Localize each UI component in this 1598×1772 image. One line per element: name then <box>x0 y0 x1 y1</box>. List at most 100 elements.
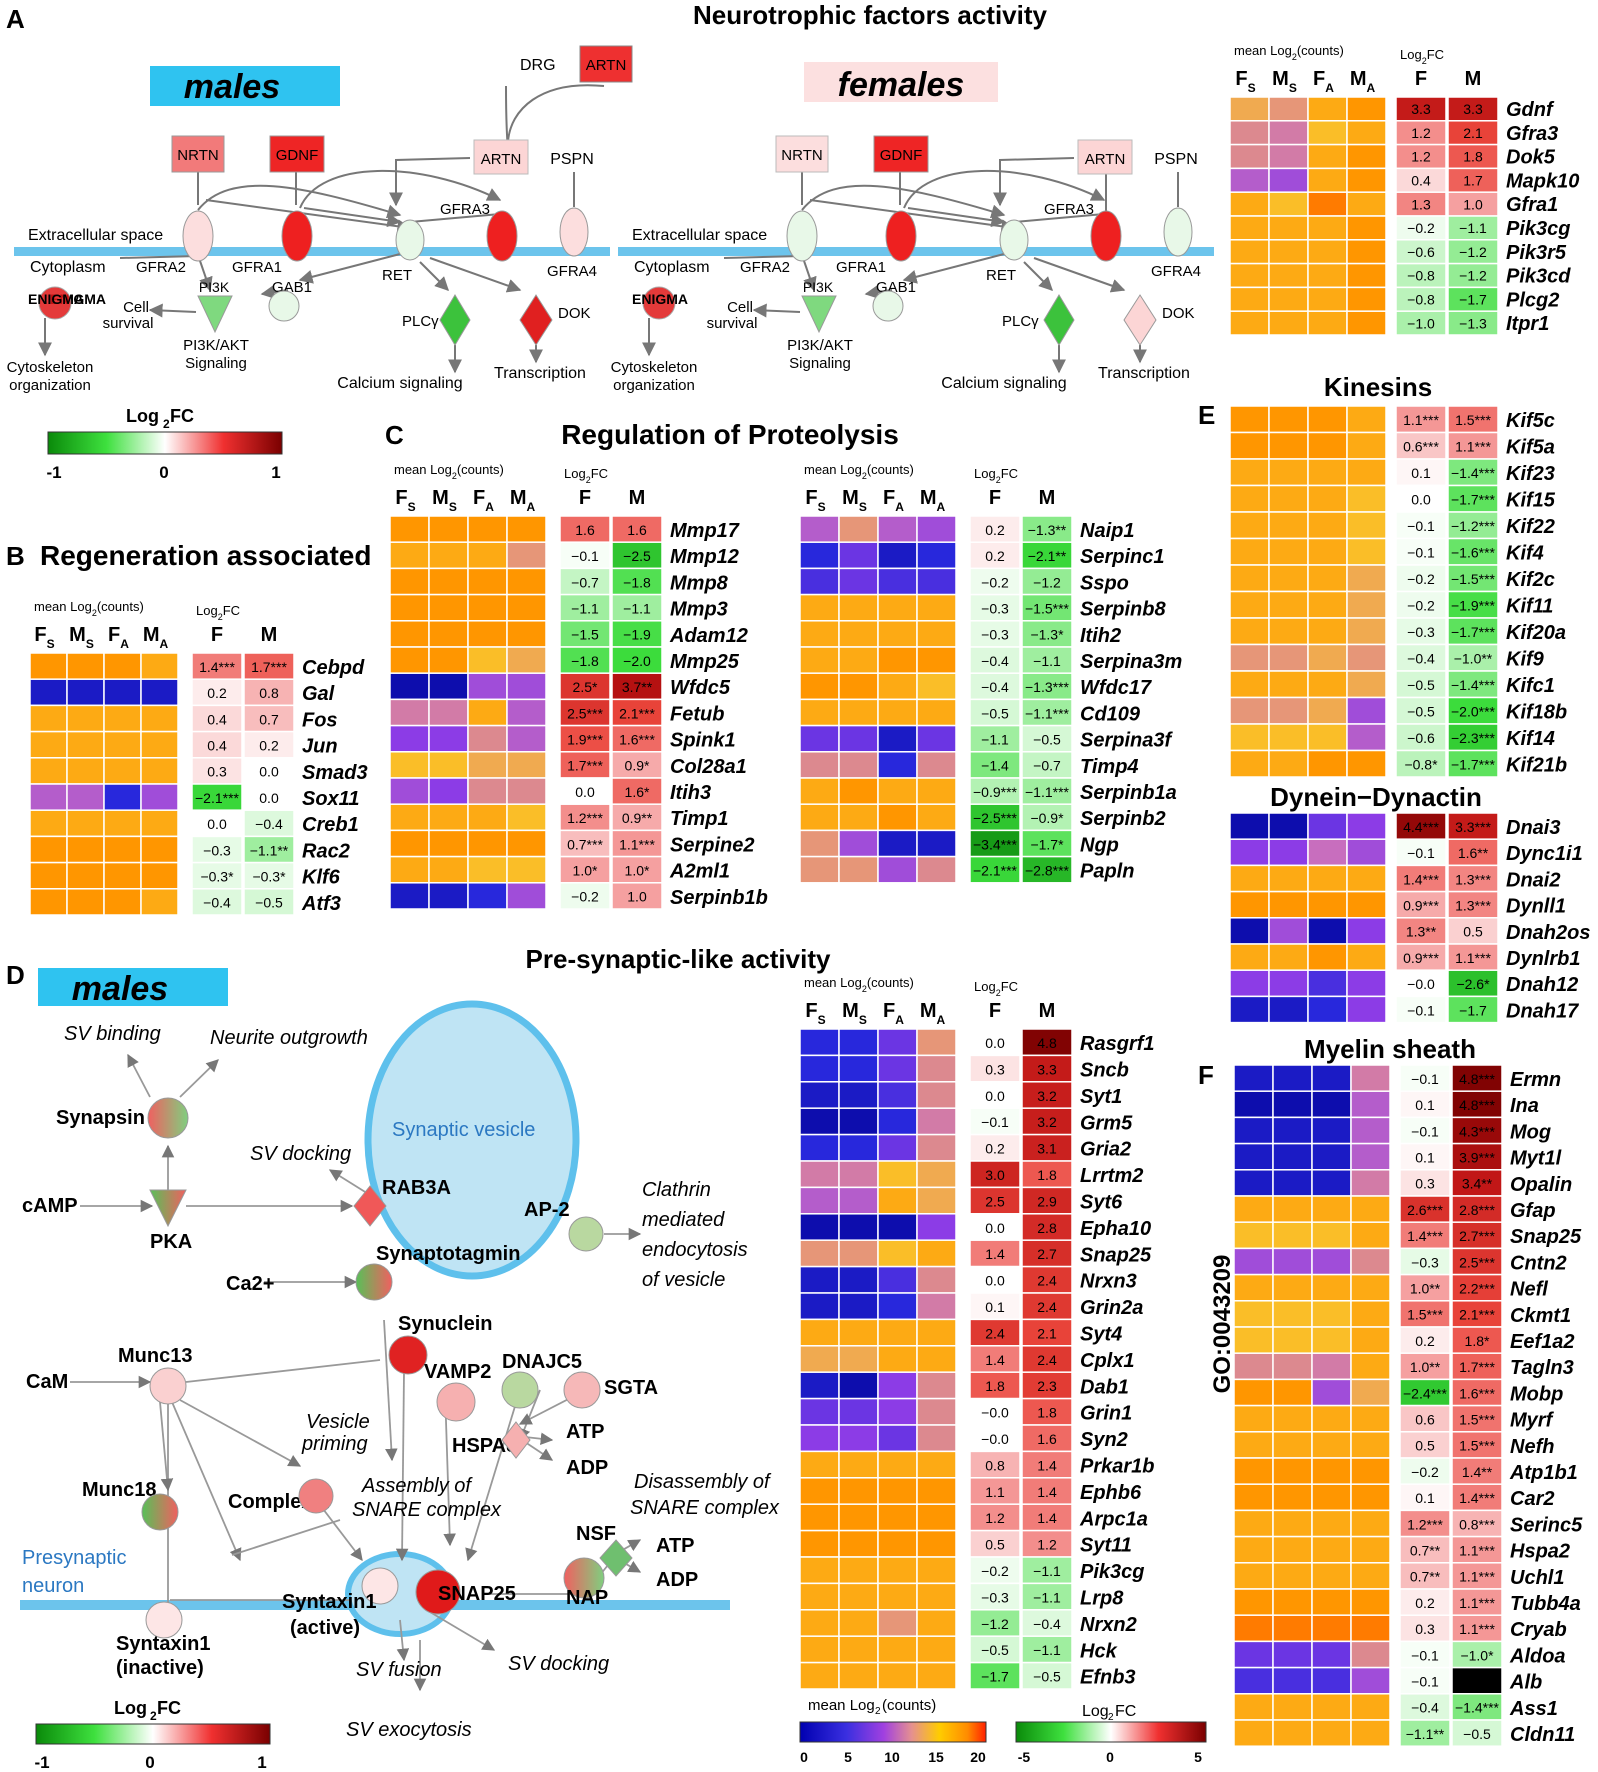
count-cell <box>1346 590 1387 619</box>
fc-cell <box>1451 1352 1503 1381</box>
gene-label: Serpinc1 <box>1080 546 1164 568</box>
count-cell <box>838 1397 879 1426</box>
fc-value: −3.4*** <box>973 836 1018 852</box>
gene-label: Serpina3f <box>1080 730 1173 752</box>
count-cell <box>389 751 430 779</box>
count-cell <box>103 704 142 733</box>
heatmap-row: 1.0**1.7***Tagln3 <box>1233 1352 1574 1381</box>
count-cell <box>1307 812 1348 840</box>
panel-letter-f: F <box>1198 1060 1214 1090</box>
fc-cell <box>1395 943 1447 971</box>
count-cell <box>1350 1483 1391 1512</box>
fc-value: 1.1*** <box>1459 1569 1495 1585</box>
atp-label: ATP <box>566 1421 605 1443</box>
legend-d-tick-0: -1 <box>34 1753 49 1772</box>
fc-value: 0.6 <box>1415 1411 1435 1427</box>
count-cell <box>1307 838 1348 867</box>
fc-value: −0.2 <box>1407 571 1435 587</box>
count-cell <box>916 1186 957 1215</box>
fc-cell <box>559 855 611 884</box>
count-cell <box>916 1081 957 1109</box>
fc-cell <box>1399 1693 1451 1721</box>
count-cell <box>1268 96 1309 122</box>
count-cell <box>66 678 105 707</box>
fc-value: 0.8 <box>259 685 279 701</box>
count-cell <box>1268 812 1309 840</box>
count-cell <box>877 1318 918 1347</box>
fc-cell <box>1021 1213 1073 1241</box>
count-cell <box>1272 1588 1313 1616</box>
count-cell <box>1272 1693 1313 1721</box>
fc-cell <box>969 1477 1021 1505</box>
count-cell <box>916 1371 957 1400</box>
count-cell <box>877 1107 918 1136</box>
count-cell <box>1268 838 1309 867</box>
count-cell <box>1268 458 1309 487</box>
count-cell <box>799 672 840 701</box>
fc-cell <box>611 646 663 674</box>
count-cell <box>29 652 68 680</box>
fc-cell <box>969 1450 1021 1479</box>
count-cell <box>1307 458 1348 487</box>
header-fc-C1: Log2FC <box>564 466 608 485</box>
count-cell <box>838 1635 879 1664</box>
fc-value: 1.2*** <box>567 810 603 826</box>
count-cell <box>1268 696 1309 725</box>
count-cell <box>1311 1326 1352 1354</box>
heatmap-row: −0.5−1.1***Cd109 <box>799 698 1141 727</box>
gene-label: Spink1 <box>670 730 736 752</box>
syntaxin-inactive-label-1: Syntaxin1 <box>116 1633 210 1655</box>
count-cell <box>1311 1247 1352 1276</box>
gene-label: Cd109 <box>1080 703 1141 725</box>
fc-value: 1.7*** <box>567 758 603 774</box>
males-banner <box>150 66 340 106</box>
header-group-1: MS <box>432 487 457 514</box>
count-cell <box>1229 143 1270 170</box>
fc-value: 0.1 <box>1415 1097 1435 1113</box>
clathrin-label-4: of vesicle <box>642 1269 725 1291</box>
count-cell <box>1350 1509 1391 1538</box>
header-group-2: FA <box>1313 68 1334 95</box>
gfra3-node-f <box>1090 210 1122 262</box>
count-cell <box>1229 215 1270 241</box>
synuclein-label: Synuclein <box>398 1313 492 1335</box>
count-cell <box>1307 617 1348 646</box>
count-cell <box>1233 1457 1274 1485</box>
count-cell <box>1229 458 1270 487</box>
count-cell <box>1311 1693 1352 1721</box>
gene-label: Aldoa <box>1509 1645 1566 1667</box>
gene-label: Dab1 <box>1080 1376 1129 1398</box>
count-cell <box>1346 167 1387 193</box>
fc-cell <box>1021 1318 1073 1347</box>
count-cell <box>799 1028 840 1057</box>
gene-label: Mobp <box>1510 1383 1563 1405</box>
count-cell <box>1268 943 1309 971</box>
header-f: F <box>579 487 591 509</box>
panel-letter-b: B <box>6 541 25 571</box>
fc-value: −0.5 <box>255 895 283 911</box>
fc-cell <box>969 541 1021 570</box>
fc-value: 0.5 <box>1415 1438 1435 1454</box>
fc-value: 2.9 <box>1037 1193 1057 1209</box>
gfra2-label-f: GFRA2 <box>740 259 790 276</box>
fc-value: 0.2 <box>259 737 279 753</box>
gene-label: Dnah12 <box>1506 974 1578 996</box>
fc-value: 1.8 <box>985 1378 1005 1394</box>
count-cell <box>838 567 879 596</box>
plcy-label: PLCγ <box>402 313 439 330</box>
fc-value: 0.2 <box>985 1141 1005 1157</box>
count-cell <box>1233 1169 1274 1197</box>
count-cell <box>799 803 840 832</box>
count-cell <box>1268 239 1309 265</box>
gene-label: Kif2c <box>1506 569 1555 591</box>
count-cell <box>1350 1116 1391 1145</box>
fc-value: −0.1 <box>1407 518 1435 534</box>
males-label-d: males <box>72 970 168 1008</box>
plcy-label-f: PLCγ <box>1002 313 1039 330</box>
